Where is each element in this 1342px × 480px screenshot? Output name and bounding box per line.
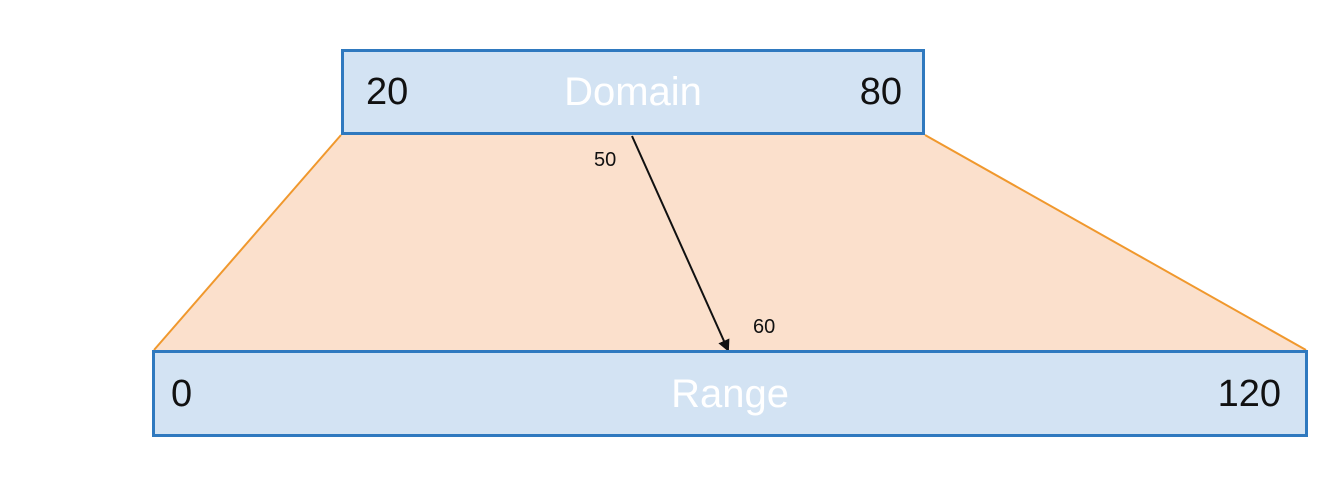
domain-max: 80 bbox=[859, 71, 902, 113]
range-title: Range bbox=[671, 371, 789, 416]
range-max: 120 bbox=[1217, 372, 1281, 415]
range-box: 0 Range 120 bbox=[152, 350, 1308, 437]
domain-min: 20 bbox=[366, 71, 409, 113]
input-value-label: 50 bbox=[594, 149, 617, 171]
projection-right-edge bbox=[924, 134, 1307, 351]
projection-left-edge bbox=[153, 134, 342, 351]
domain-box: 20 Domain 80 bbox=[341, 49, 925, 135]
domain-title: Domain bbox=[564, 70, 702, 114]
mapping-arrow bbox=[631, 135, 730, 352]
output-value-label: 60 bbox=[753, 316, 776, 338]
projection-region bbox=[154, 135, 1306, 350]
range-min: 0 bbox=[171, 372, 193, 415]
